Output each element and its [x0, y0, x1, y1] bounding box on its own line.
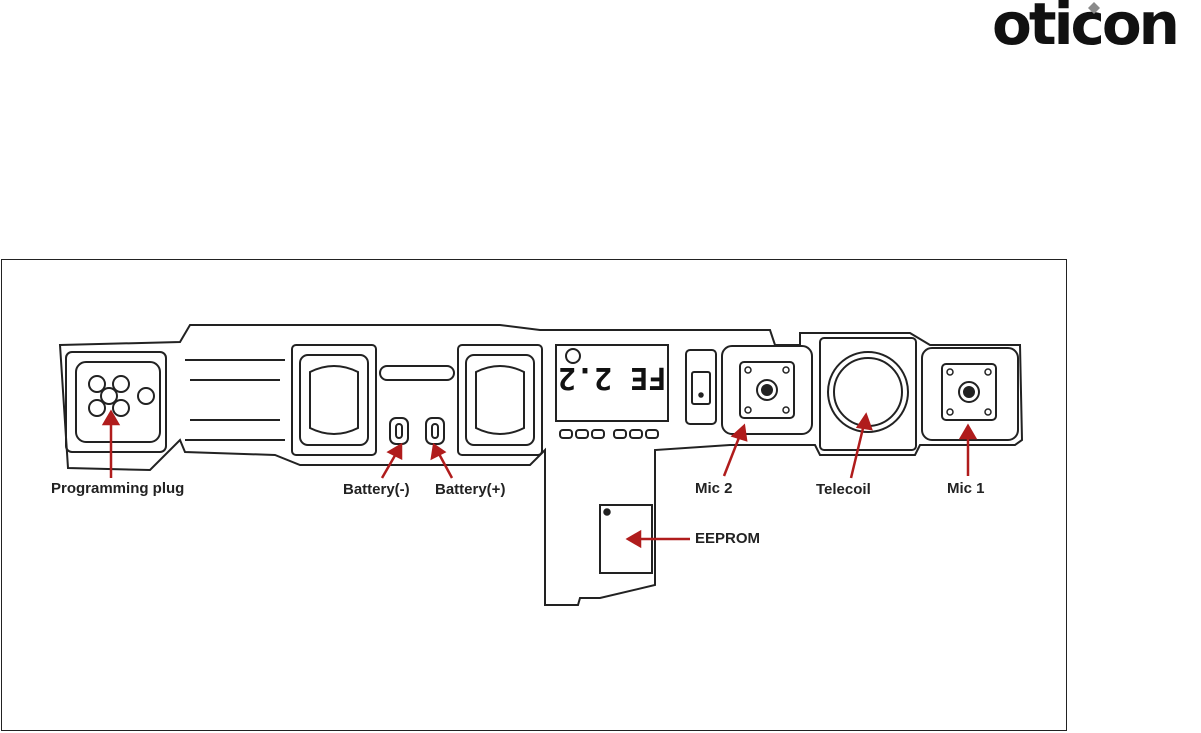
battery-plus-pad — [426, 418, 444, 444]
label-mic1: Mic 1 — [947, 480, 985, 498]
label-eeprom: EEPROM — [695, 530, 760, 548]
label-programming-plug: Programming plug — [51, 480, 184, 498]
label-telecoil: Telecoil — [816, 481, 871, 499]
spring-clip-right — [458, 345, 542, 455]
board-marking: FE 2.2 — [558, 360, 666, 395]
label-battery-minus: Battery(-) — [343, 481, 410, 499]
battery-minus-pad — [390, 418, 408, 444]
spring-clip-left — [292, 345, 376, 455]
label-battery-plus: Battery(+) — [435, 481, 505, 499]
arrow-mic2 — [724, 435, 740, 476]
label-mic2: Mic 2 — [695, 480, 733, 498]
